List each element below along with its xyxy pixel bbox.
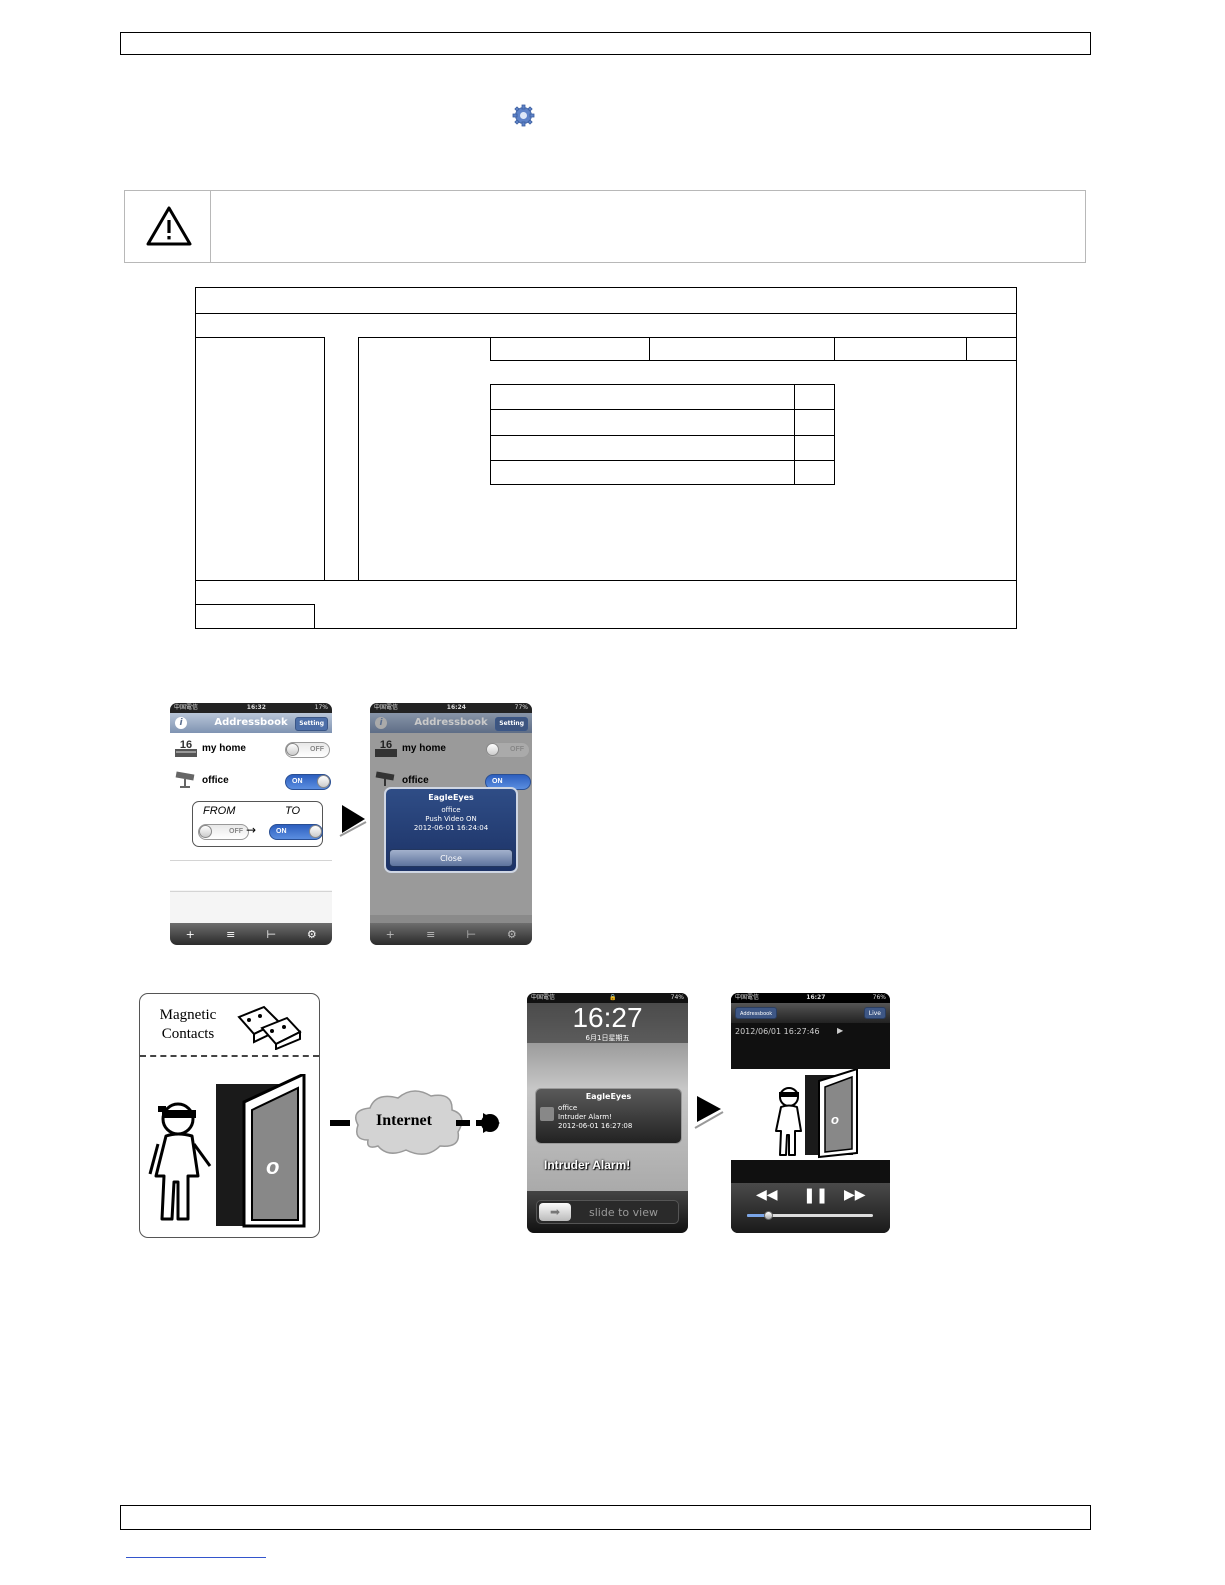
play-indicator-icon: ▶ (837, 1026, 844, 1035)
row-label: office (202, 775, 229, 786)
bottom-toolbar: + ≡ ⊢ ⚙ (170, 923, 332, 945)
arrow-icon: → (246, 823, 257, 837)
slide-text: slide to view (589, 1206, 658, 1219)
progress-knob[interactable] (764, 1211, 773, 1220)
nav-bar: i Addressbook Setting (170, 713, 332, 733)
rewind-icon[interactable]: ◀◀ (756, 1187, 778, 1203)
next-arrow-icon (338, 800, 368, 838)
page-footer-box (120, 1505, 1091, 1530)
status-bar: 中国電信 16:32 17% (170, 703, 332, 713)
alert-line: Push Video ON (425, 815, 477, 823)
app-icon (540, 1107, 554, 1121)
settings-layout-frame (195, 287, 1017, 629)
svg-text:16: 16 (380, 739, 392, 751)
svg-text:16: 16 (180, 739, 192, 751)
svg-text:o: o (831, 1112, 839, 1127)
nav-title: Addressbook (414, 717, 488, 728)
push-toggle: OFF (485, 742, 530, 758)
gear-icon (511, 103, 536, 128)
phone-screen-push-alert: 中国電信 16:24 77% i Addressbook Setting 16 … (370, 703, 532, 945)
info-icon: i (375, 717, 387, 729)
nav-title: Addressbook (214, 717, 288, 728)
progress-track[interactable] (747, 1211, 873, 1220)
list-item: 16 my home OFF (370, 733, 532, 766)
add-icon: + (385, 927, 395, 941)
alert-dialog: EagleEyes office Push Video ON 2012-06-0… (384, 787, 518, 873)
phone-screen-lock-notification: 中国電信 🔒 74% 16:27 6月1日星期五 EagleEyes offic… (527, 993, 688, 1233)
alert-line: office (441, 806, 461, 814)
live-nav-bar: Addressbook Live (731, 1003, 890, 1023)
video-timestamp: 2012/06/01 16:27:46 (735, 1027, 820, 1036)
nav-bar: i Addressbook Setting (370, 713, 532, 733)
fast-forward-icon[interactable]: ▶▶ (844, 1187, 866, 1203)
footer-link-underline[interactable] (126, 1557, 266, 1558)
notification-line: office (558, 1104, 578, 1112)
slide-handle[interactable]: ➡ (539, 1203, 571, 1221)
phone-screen-addressbook: 中国電信 16:32 17% i Addressbook Setting 16 … (170, 703, 332, 945)
setting-button: Setting (495, 717, 528, 731)
progress-fill (747, 1214, 768, 1217)
list-item[interactable]: 16 my home OFF (170, 733, 332, 766)
from-toggle: OFF (198, 824, 249, 840)
svg-text:o: o (266, 1154, 279, 1179)
settings-icon[interactable]: ⚙ (306, 927, 317, 941)
tree-icon[interactable]: ⊢ (266, 927, 277, 941)
lock-time: 16:27 (572, 1002, 643, 1033)
status-bar: 中国電信 16:27 76% (731, 993, 890, 1003)
warning-triangle-icon (145, 205, 193, 247)
addressbook-back-button[interactable]: Addressbook (735, 1007, 778, 1019)
add-icon[interactable]: + (185, 927, 195, 941)
lock-icon: 🔒 (609, 994, 617, 1001)
pause-icon[interactable]: ❚❚ (803, 1186, 829, 1204)
cloud-label: Internet (376, 1112, 432, 1129)
camera-icon (374, 769, 398, 791)
row-label: my home (402, 743, 446, 754)
dvr-icon: 16 (374, 737, 398, 759)
magnetic-label: Magnetic Contacts (159, 1007, 217, 1042)
info-icon[interactable]: i (175, 717, 187, 729)
notification-card[interactable]: EagleEyes office Intruder Alarm! 2012-06… (535, 1088, 682, 1144)
next-arrow-icon (693, 1090, 725, 1130)
alert-title: EagleEyes (428, 793, 474, 802)
internet-flow: Internet (328, 1080, 518, 1170)
status-bar: 中国電信 16:24 77% (370, 703, 532, 713)
camera-icon (174, 769, 198, 791)
notification-title: EagleEyes (585, 1092, 632, 1101)
page-header-box (120, 32, 1091, 55)
lock-time-area: 16:27 6月1日星期五 (527, 1003, 688, 1043)
settings-icon: ⚙ (506, 927, 517, 941)
status-bar: 中国電信 🔒 74% (527, 993, 688, 1003)
warning-note-box (124, 190, 1086, 263)
alert-line: 2012-06-01 16:24:04 (413, 824, 489, 832)
slide-track: ➡ slide to view (536, 1200, 679, 1224)
list-item[interactable]: office ON FROM TO OFF → ON (170, 765, 332, 890)
playback-controls: ◀◀ ❚❚ ▶▶ (731, 1183, 890, 1233)
door-intruder-illustration: o (148, 1071, 308, 1234)
lock-date: 6月1日星期五 (585, 1034, 630, 1042)
slide-bar: ➡ slide to view (527, 1191, 688, 1233)
toggle-callout: FROM TO OFF → ON (192, 801, 323, 847)
row-label: office (402, 775, 429, 786)
setting-button[interactable]: Setting (295, 717, 328, 731)
dvr-icon: 16 (174, 737, 198, 759)
magnetic-contacts-panel: Magnetic Contacts o (139, 993, 320, 1238)
phone-screen-live-view: 中国電信 16:27 76% Addressbook Live 2012/06/… (731, 993, 890, 1233)
live-button[interactable]: Live (863, 1007, 886, 1019)
notification-line: 2012-06-01 16:27:08 (558, 1122, 633, 1130)
video-frame: o (731, 1067, 890, 1160)
list-icon: ≡ (426, 927, 436, 941)
tree-icon: ⊢ (466, 927, 477, 941)
row-label: my home (202, 743, 246, 754)
to-label: TO (285, 805, 301, 817)
magnetic-sensor-icon (234, 1002, 304, 1051)
push-toggle[interactable]: ON (285, 774, 331, 790)
list-icon[interactable]: ≡ (226, 927, 236, 941)
to-toggle: ON (269, 824, 323, 840)
bottom-toolbar: + ≡ ⊢ ⚙ (370, 923, 532, 945)
close-button[interactable]: Close (389, 849, 513, 867)
push-toggle[interactable]: OFF (285, 742, 330, 758)
intruder-alarm-text: Intruder Alarm! (544, 1158, 631, 1172)
from-label: FROM (203, 805, 236, 817)
notification-line: Intruder Alarm! (558, 1113, 612, 1121)
